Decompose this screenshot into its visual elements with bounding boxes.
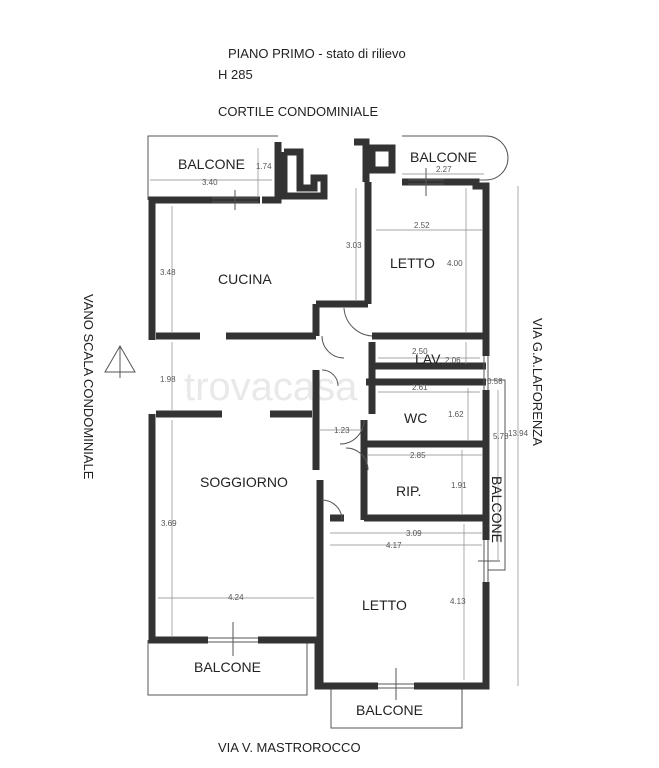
room-rip: RIP.	[396, 483, 421, 499]
room-letto-top: LETTO	[390, 255, 435, 271]
north-label: CORTILE CONDOMINIALE	[218, 104, 378, 119]
dim-label: 4.24	[228, 593, 244, 602]
dim-label: 4.13	[450, 597, 466, 606]
plan-height: H 285	[218, 67, 253, 82]
balcony-top-right: BALCONE	[410, 149, 477, 165]
dim-label: 3.69	[161, 519, 177, 528]
windows	[208, 168, 500, 700]
street-right: VIA G.A.LAFORENZA	[530, 318, 545, 446]
balcony-bottom-left: BALCONE	[194, 659, 261, 675]
dim-label: 2.50	[412, 347, 428, 356]
balcony-bottom-right: BALCONE	[356, 702, 423, 718]
dim-label: 2.61	[412, 383, 428, 392]
room-cucina: CUCINA	[218, 271, 272, 287]
balcony-right: BALCONE	[489, 476, 505, 543]
dim-label: 3.48	[160, 268, 176, 277]
dim-label: 4.17	[386, 541, 402, 550]
dim-label: 1.98	[160, 375, 176, 384]
dim-label: 2.06	[445, 356, 461, 365]
dim-label: 1.91	[451, 481, 467, 490]
dim-label: 2.85	[410, 451, 426, 460]
door-swings	[321, 307, 373, 521]
dim-label: 3.40	[202, 178, 218, 187]
dim-label: 13.94	[508, 429, 529, 438]
dim-label: 3.03	[346, 241, 362, 250]
walls	[148, 138, 490, 690]
dim-label: 2.27	[436, 165, 452, 174]
dim-label: 2.52	[414, 221, 430, 230]
dimension-lines	[150, 148, 519, 686]
room-wc: WC	[404, 410, 427, 426]
dim-label: 5.78	[493, 432, 509, 441]
room-letto-bottom: LETTO	[362, 597, 407, 613]
dim-label: 3.09	[406, 529, 422, 538]
dim-label: 1.23	[334, 426, 350, 435]
street-left: VANO SCALA CONDOMINIALE	[81, 294, 96, 480]
dim-label: 1.62	[448, 410, 464, 419]
dim-label: 1.74	[256, 162, 272, 171]
street-bottom: VIA V. MASTROROCCO	[218, 740, 361, 755]
room-lav: LAV.	[415, 351, 443, 367]
room-soggiorno: SOGGIORNO	[200, 474, 288, 490]
balcony-top-left: BALCONE	[178, 156, 245, 172]
plan-title: PIANO PRIMO - stato di rilievo	[228, 46, 406, 61]
dim-label: 0.58	[487, 377, 503, 386]
watermark: trovacasa	[184, 365, 358, 409]
dim-label: 4.00	[447, 259, 463, 268]
